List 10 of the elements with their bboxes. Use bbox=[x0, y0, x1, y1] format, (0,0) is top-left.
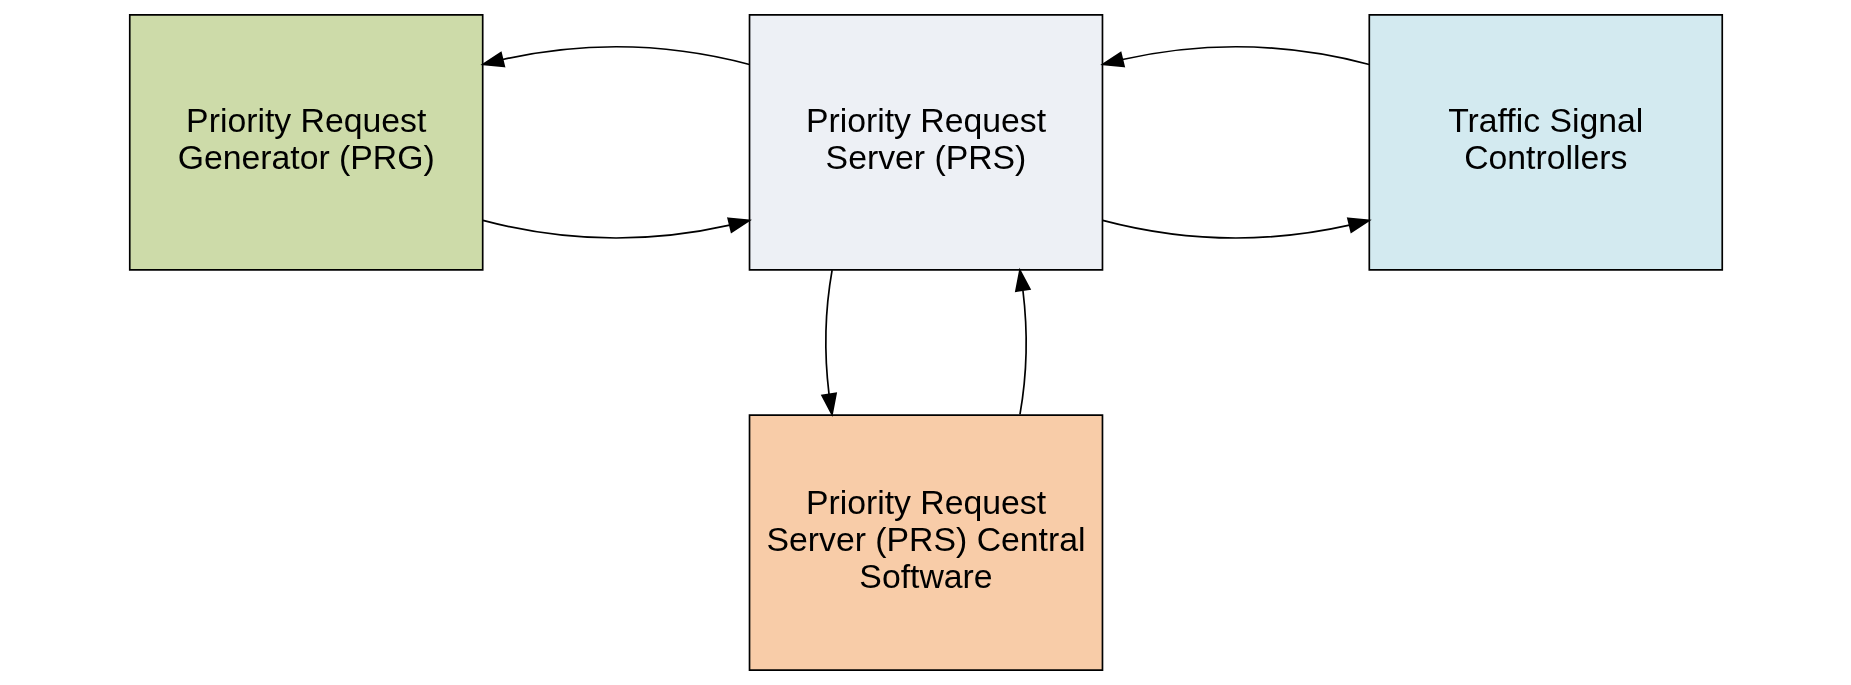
node-box: Priority Request Generator (PRG) bbox=[128, 14, 484, 271]
arrow bbox=[820, 269, 837, 417]
arrow bbox=[479, 46, 750, 68]
arrow bbox=[1014, 267, 1031, 416]
node-box: Traffic Signal Controllers bbox=[1367, 14, 1723, 271]
arrow bbox=[1099, 46, 1370, 68]
arrow bbox=[1101, 217, 1372, 239]
node-box: Priority Request Server (PRS) bbox=[748, 14, 1103, 271]
node-box: Priority Request Server (PRS) Central Software bbox=[748, 414, 1103, 671]
arrow bbox=[481, 217, 752, 239]
